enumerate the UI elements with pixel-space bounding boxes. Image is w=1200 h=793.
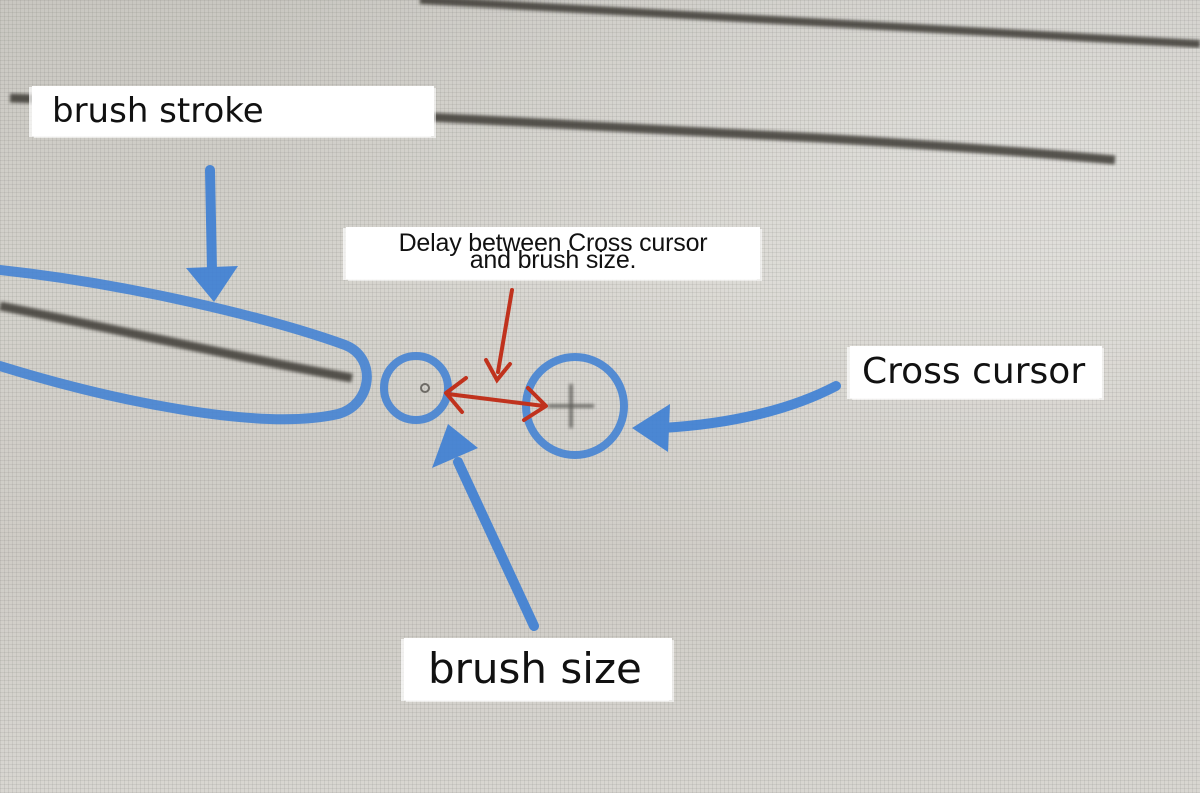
cross-cursor-label: Cross cursor — [850, 346, 1102, 398]
delay-double-arrow — [444, 376, 548, 422]
brush-size-label: brush size — [404, 638, 672, 700]
brush-size-dot-icon — [420, 383, 430, 393]
brush-stroke-top — [419, 0, 1200, 48]
delay-arrow — [484, 288, 514, 384]
delay-label-line-2: and brush size. — [469, 246, 637, 274]
brush-stroke-label-text: brush stroke — [52, 91, 264, 131]
brush-stroke-lower — [0, 301, 353, 383]
cross-cursor-label-text: Cross cursor — [862, 351, 1086, 392]
cross-cursor-arrow — [632, 381, 841, 452]
brush-size-highlight-circle — [380, 352, 452, 424]
delay-label: Delay between Cross cursor and brush siz… — [346, 227, 760, 279]
brush-stroke-highlight-ellipse — [0, 265, 372, 425]
brush-stroke-label: brush stroke — [32, 86, 434, 136]
cross-cursor-highlight-circle — [522, 353, 628, 459]
brush-size-arrow — [432, 424, 539, 631]
brush-stroke-arrow — [186, 165, 238, 302]
brush-size-label-text: brush size — [428, 644, 642, 693]
delay-label-line-1: Delay between Cross cursor — [398, 229, 708, 257]
cross-cursor-icon — [548, 384, 594, 428]
